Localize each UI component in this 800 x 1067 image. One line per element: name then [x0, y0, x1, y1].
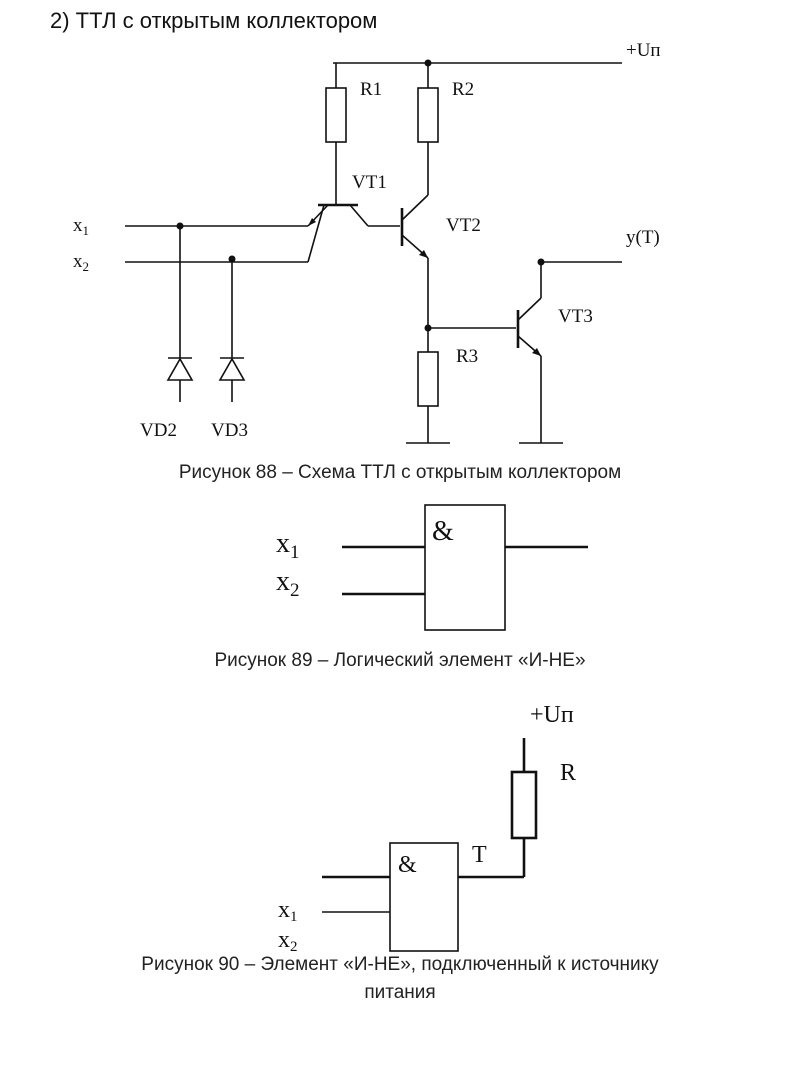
input-x1-label: x1 [276, 528, 300, 563]
nand-gate-box [389, 842, 459, 952]
transistor-vt1-label: VT1 [352, 172, 387, 193]
resistor-r1-label: R1 [360, 79, 382, 100]
figure-89-caption: Рисунок 89 – Логический элемент «И-НЕ» [214, 650, 586, 671]
input-x2-label: x2 [278, 927, 298, 955]
transistor-vt3-collector [517, 297, 542, 321]
resistor-r3 [417, 351, 439, 407]
diode-vd2-label: VD2 [140, 420, 177, 441]
resistor-r [510, 770, 538, 840]
figure-90-caption-line1: Рисунок 90 – Элемент «И-НЕ», подключенны… [141, 954, 659, 975]
resistor-r2-label: R2 [452, 79, 474, 100]
diode-vd2 [166, 357, 194, 381]
diode-vd3-label: VD3 [211, 420, 248, 441]
supply-label: +Uп [530, 702, 574, 728]
transistor-vt2-collector [401, 194, 429, 221]
supply-label: +Uп [626, 40, 661, 61]
output-t-label: T [472, 842, 487, 868]
page-title: 2) ТТЛ с открытым коллектором [50, 8, 378, 33]
ttl-open-collector-schematic: +Uп R1 R2 VT1 x1 x2 VD2 [73, 40, 661, 444]
resistor-r2 [417, 87, 439, 143]
nand-gate-symbol: & x1 x2 [276, 504, 588, 631]
arrow-icon [419, 250, 428, 258]
nand-gate-box [424, 504, 506, 631]
input-x1-label: x1 [73, 215, 89, 238]
figure-88-caption: Рисунок 88 – Схема ТТЛ с открытым коллек… [178, 462, 622, 483]
nand-with-pullup: +Uп R T & x1 x2 [278, 702, 576, 955]
input-x2-label: x2 [73, 251, 89, 274]
input-x2-label: x2 [276, 566, 300, 601]
and-symbol: & [398, 852, 417, 878]
transistor-vt3-label: VT3 [558, 306, 593, 327]
arrow-icon [308, 218, 316, 226]
resistor-r1 [325, 87, 347, 143]
transistor-vt2-label: VT2 [446, 215, 481, 236]
figure-90-caption-line2: питания [364, 982, 436, 1003]
resistor-r-label: R [560, 760, 576, 786]
input-x1-label: x1 [278, 897, 298, 925]
resistor-r3-label: R3 [456, 346, 478, 367]
transistor-vt1-emitter-2 [307, 204, 325, 263]
arrow-icon [532, 348, 541, 356]
and-symbol: & [432, 516, 454, 547]
diode-vd3 [218, 357, 246, 381]
output-label: y(T) [626, 227, 660, 248]
wire [349, 204, 369, 227]
